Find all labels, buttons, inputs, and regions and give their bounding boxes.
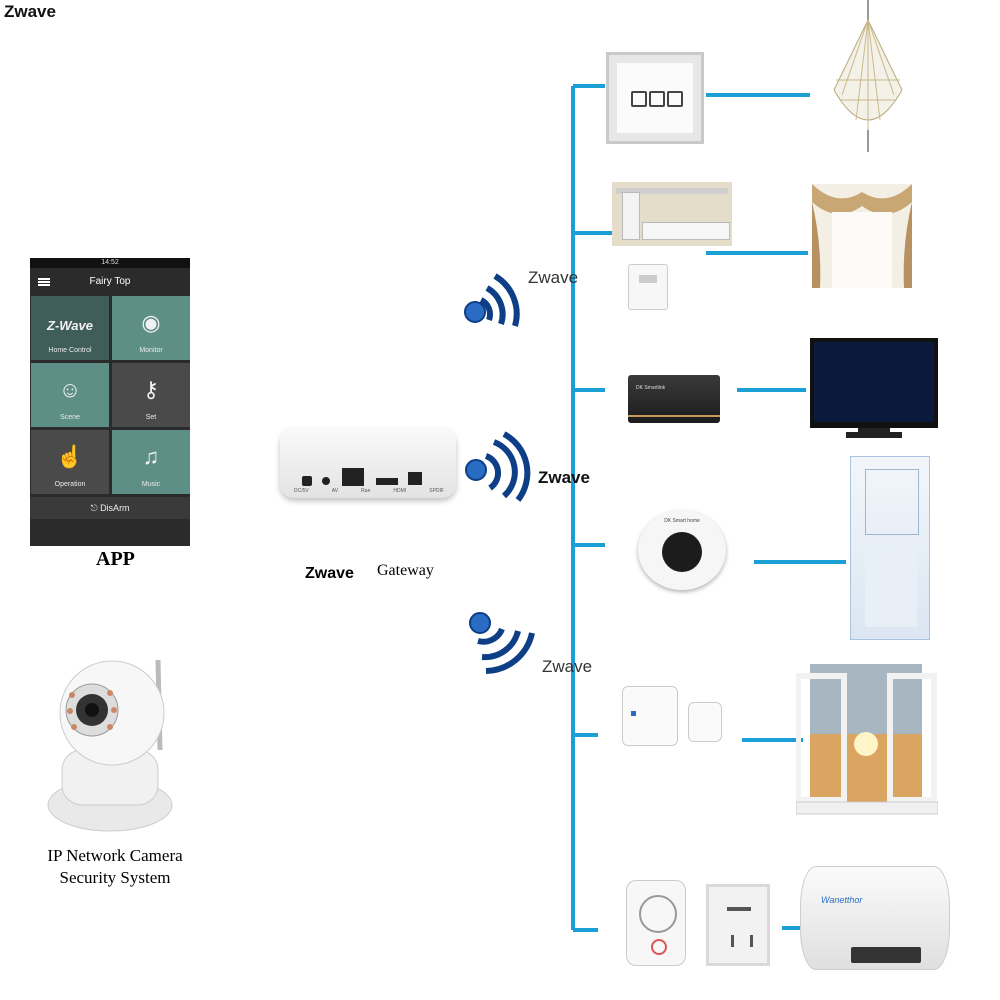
wireless-label: Zwave: [542, 657, 593, 676]
tile-set[interactable]: ⚷ Set: [112, 363, 190, 427]
phone-app: 14:52 Fairy Top Z-Wave Home Control ◉ Mo…: [30, 258, 190, 546]
smoke-sensor-icon: DK Smart home: [638, 510, 726, 590]
smoke-sensor-text: DK Smart home: [664, 518, 700, 524]
chandelier-icon: [833, 0, 903, 152]
app-tiles: Z-Wave Home Control ◉ Monitor ☺ Scene ⚷ …: [30, 296, 190, 494]
tile-label: Scene: [60, 414, 80, 421]
gateway-caption-zwave: Zwave: [305, 565, 354, 582]
tile-label: Operation: [54, 481, 86, 488]
people-icon: ☺: [58, 377, 82, 402]
port-label: Ran: [361, 488, 371, 494]
tile-music[interactable]: ♫ Music: [112, 430, 190, 494]
hand-icon: ☝: [56, 444, 84, 469]
port-label: HDMI: [393, 488, 407, 494]
door-sensor-icon: [622, 686, 678, 746]
window-icon: [796, 664, 938, 815]
wall-switch-icon: [606, 52, 704, 144]
app-title-bar: Fairy Top: [30, 268, 190, 296]
tile-operation[interactable]: ☝ Operation: [31, 430, 109, 494]
disarm-label: DisArm: [100, 503, 130, 513]
port-label: DC/5V: [294, 488, 309, 494]
app-title: Fairy Top: [89, 276, 131, 287]
page-title: Zwave: [4, 2, 56, 21]
tile-label: Home Control: [48, 347, 92, 354]
curtain-switch-module-icon: [628, 264, 668, 310]
wireless-signal-icon: [465, 431, 531, 502]
tv-icon: [810, 338, 938, 438]
tile-scene[interactable]: ☺ Scene: [31, 363, 109, 427]
gateway-device: DC/5V AV Ran HDMI SPDIF: [280, 428, 456, 498]
tile-monitor[interactable]: ◉ Monitor: [112, 296, 190, 360]
curtain-motor-icon: [612, 182, 732, 246]
port-labels: DC/5V AV Ran HDMI SPDIF: [294, 488, 444, 494]
tile-label: Set: [145, 414, 157, 421]
ir-blaster-icon: DK Smartlink: [628, 375, 720, 423]
wireless-signal-icon: [464, 273, 520, 327]
wireless-signal-icon: [469, 612, 535, 674]
tile-label: Monitor: [139, 347, 163, 354]
wireless-label: Zwave: [528, 268, 579, 287]
z-wave-logo-icon: Z-Wave: [47, 318, 93, 333]
menu-icon[interactable]: [38, 278, 50, 286]
wireless-label: Zwave: [538, 468, 590, 487]
bell-icon: ⎋: [90, 503, 101, 513]
water-heater-icon: Wanetthor: [800, 866, 950, 970]
wall-outlet-icon: [706, 884, 770, 966]
key-icon: ⚷: [142, 377, 160, 402]
av-port-icon: [322, 477, 330, 485]
music-icon: ♫: [142, 444, 160, 469]
hdmi-port-icon: [376, 478, 398, 485]
tile-home-control[interactable]: Z-Wave Home Control: [31, 296, 109, 360]
gateway-caption: Gateway: [377, 562, 434, 579]
port-label: AV: [331, 488, 339, 494]
dc-port-icon: [302, 476, 312, 486]
ir-blaster-text: DK Smartlink: [636, 385, 666, 391]
air-conditioner-icon: [850, 456, 930, 640]
port-label: SPDIF: [429, 488, 444, 494]
camera-caption-line1: IP Network Camera: [47, 846, 183, 865]
water-heater-brand: Wanetthor: [821, 895, 863, 905]
spdif-port-icon: [408, 472, 422, 485]
disarm-button[interactable]: ⎋ DisArm: [30, 497, 190, 519]
camera-caption: IP Network Camera Security System: [30, 845, 200, 889]
camera-icon: ◉: [141, 310, 161, 335]
camera-caption-line2: Security System: [59, 868, 171, 887]
ip-camera-icon: [47, 659, 173, 832]
tile-label: Music: [141, 481, 161, 488]
ethernet-port-icon: [342, 468, 364, 486]
smart-plug-icon: [626, 880, 686, 966]
app-caption: APP: [96, 548, 135, 570]
door-magnet-icon: [688, 702, 722, 742]
curtain-icon: [812, 184, 912, 288]
status-bar: 14:52: [30, 258, 190, 268]
